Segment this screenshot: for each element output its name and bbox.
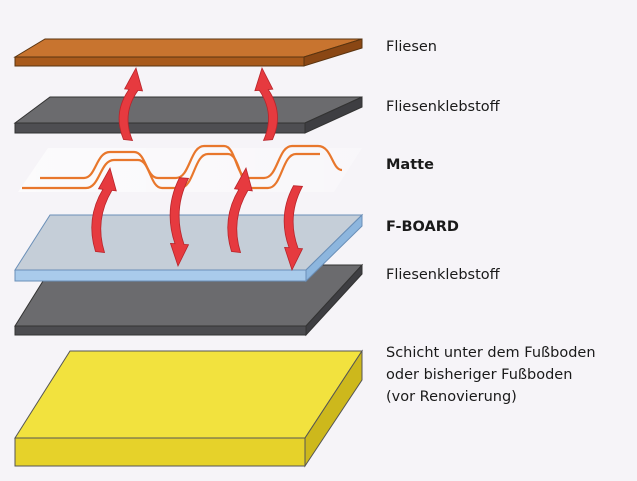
label-f-board: F-BOARD [386, 219, 459, 235]
heating-mat-layer [18, 144, 362, 192]
label-subfloor-line2: oder bisheriger Fußboden [386, 367, 573, 383]
heating-wire [22, 152, 320, 190]
heat-arrow-up-2 [254, 66, 278, 141]
heat-arrow-down-6 [283, 185, 304, 272]
label-subfloor-line1: Schicht unter dem Fußboden [386, 345, 596, 361]
adhesive-top-layer [13, 96, 363, 134]
f-board-layer [14, 213, 364, 283]
heat-arrow-down-4 [169, 177, 190, 268]
heat-arrow-up-1 [118, 66, 144, 141]
label-adhesive-top: Fliesenklebstoff [386, 99, 500, 115]
tiles-layer [13, 38, 363, 67]
label-subfloor-line3: (vor Renovierung) [386, 389, 517, 405]
subfloor-layer [14, 349, 363, 468]
label-adhesive-bottom: Fliesenklebstoff [386, 267, 500, 283]
heat-arrow-up-3 [91, 166, 117, 253]
heat-flow-arrows [91, 66, 304, 272]
label-mat: Matte [386, 157, 434, 173]
label-tiles: Fliesen [386, 39, 437, 55]
heat-arrow-up-5 [227, 166, 253, 253]
